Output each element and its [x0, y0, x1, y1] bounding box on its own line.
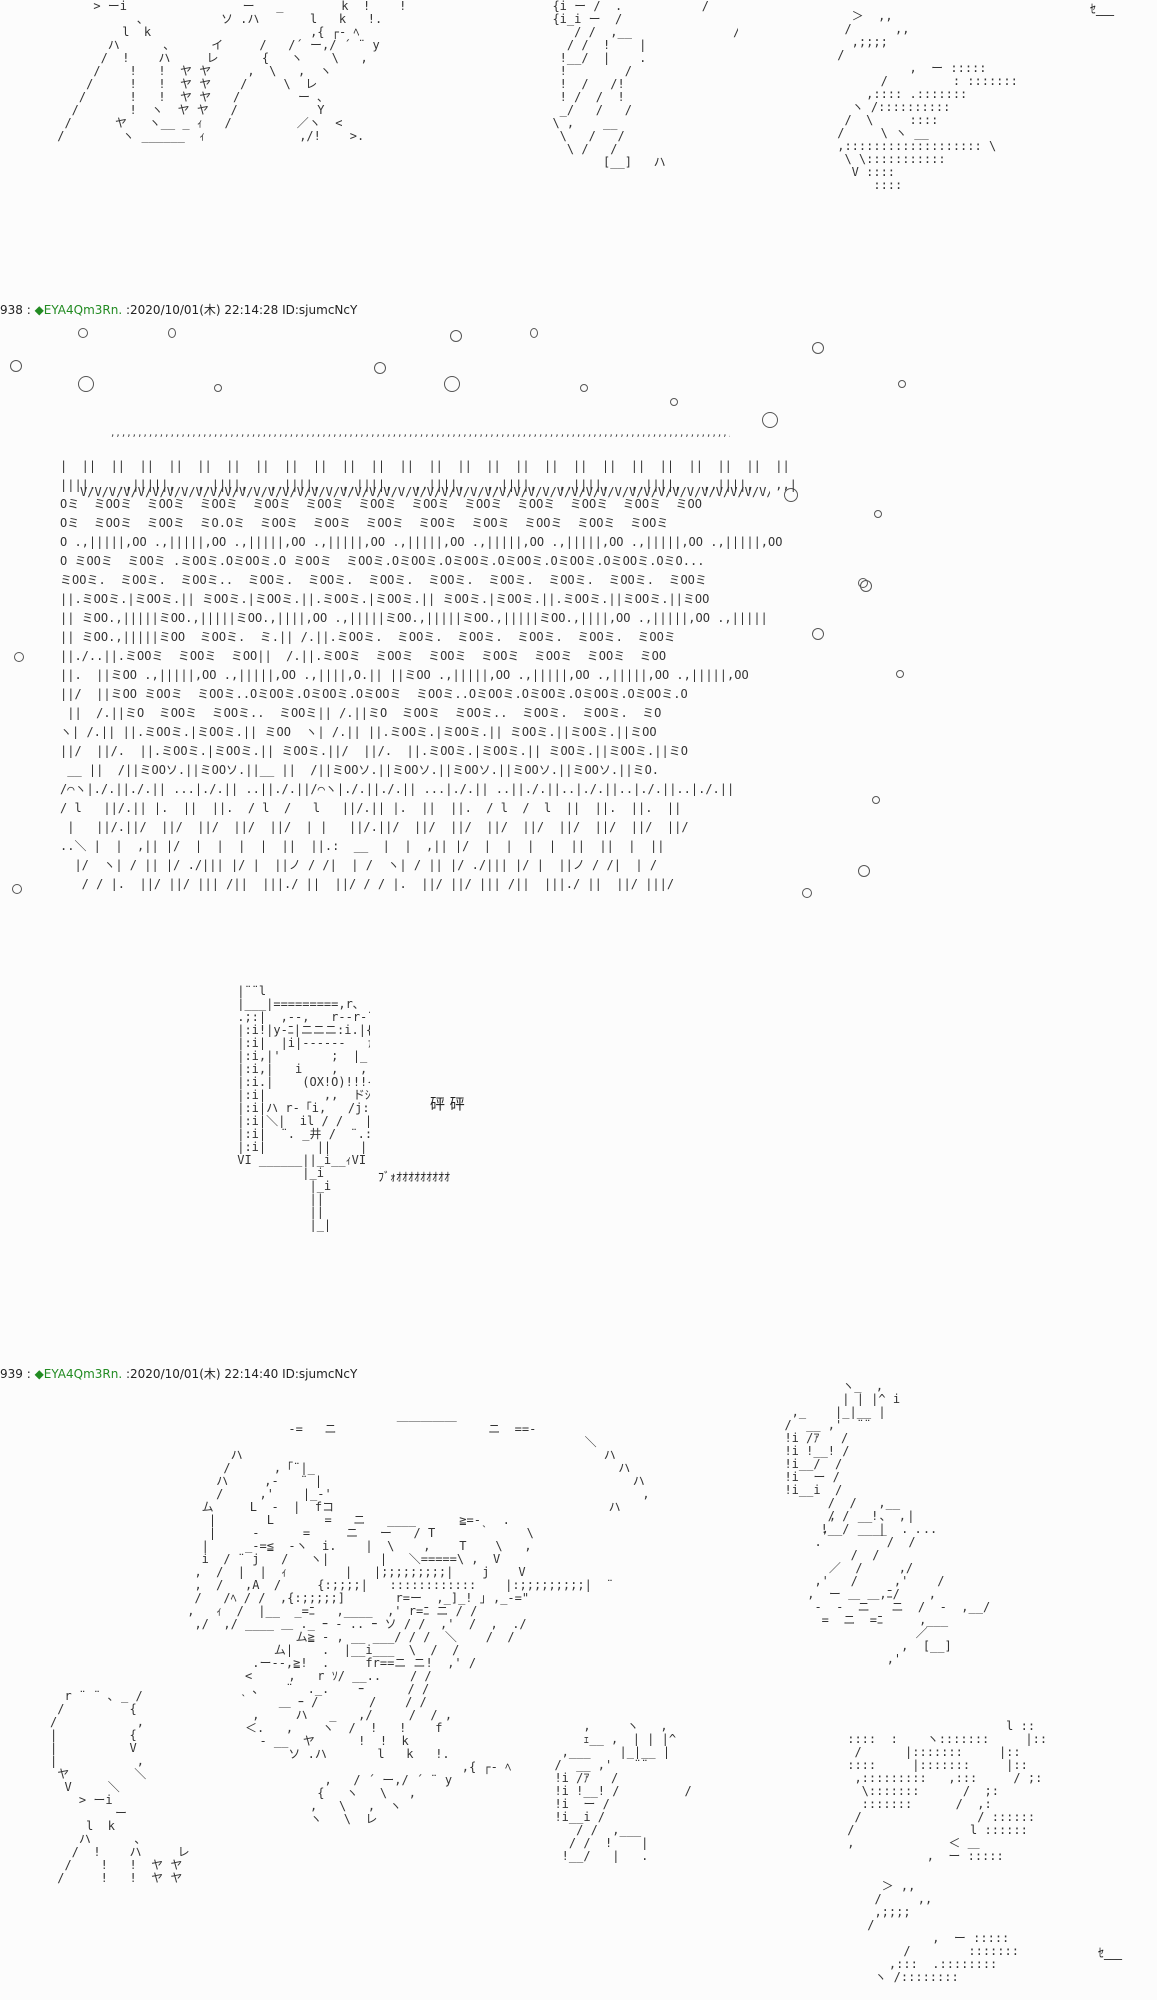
bubble [896, 670, 904, 678]
bubble [802, 888, 812, 898]
ascii-art-big-far-right: l :: :::: : ヽ::::::: |:: / |::::::: |:: … [847, 1720, 1048, 1863]
post-id[interactable]: ID:sjumcNcY [282, 303, 358, 317]
bubble [10, 360, 22, 372]
cheese-row: Oミ ミOOミ ミOOミ ミO.Oミ ミOOミ ミOOミ ミOOミ ミOOミ ミ… [60, 517, 669, 530]
bubble [874, 510, 882, 518]
poster-trip[interactable]: ◆EYA4Qm3Rn. [34, 1367, 123, 1381]
post-datetime: 2020/10/01(木) 22:14:28 [130, 303, 279, 317]
cheese-row: O ミOOミ ミOOミ .ミOOミ.OミOOミ.O ミOOミ ミOOミ.OミOO… [60, 555, 705, 568]
cheese-row: || ミOO.,|||||ミOO ミOOミ. ミ.|| /.||.ミOOミ. ミ… [60, 631, 676, 644]
cheese-row: | ||/.||/ ||/ ||/ ||/ ||/ | | ||/.||/ ||… [60, 821, 689, 834]
cheese-row: ||. ||ミOO .,|||||,OO .,|||||,OO .,||||,O… [60, 669, 749, 682]
bubble [168, 328, 176, 338]
cheese-row: |/ ヽ| / || |/ ./||| |/ | ||ノ / /| | / ヽ|… [60, 859, 658, 872]
ascii-art-big-right-top: ヽ_ , | | |^ i ,_ |_|__ | / __ ,' ¨¨ !i /… [784, 1380, 922, 1536]
ascii-art-top-far-right: ＞ ,, / ,, ,;;;; / , ー ::::: / : ::::::: … [837, 10, 1018, 192]
bubble [898, 380, 906, 388]
cheese-row: ||./..||.ミOOミ ミOOミ ミOO|| /.||.ミOOミ ミOOミ … [60, 650, 667, 663]
post-number: 939 [0, 1367, 23, 1381]
post-number: 938 [0, 303, 23, 317]
ascii-art-fighter: |¨¨l |___|=========,r､ .;:| ,--, r--r-¨ … [237, 985, 370, 1232]
bubble [858, 578, 868, 588]
cheese-row: O .,|||||,OO .,|||||,OO .,|||||,OO .,|||… [60, 536, 783, 549]
bubble [784, 488, 798, 502]
cheese-row: / / |. ||/ ||/ ||| /|| |||./ || ||/ / / … [60, 878, 675, 891]
cheese-row: Oミ ミOOミ ミOOミ ミOOミ ミOOミ ミOOミ ミOOミ ミOOミ ミO… [60, 498, 703, 511]
post-datetime: 2020/10/01(木) 22:14:40 [130, 1367, 279, 1381]
cheese-row: ヽ| /.|| ||.ミOOミ.|ミOOミ.|| ミOO ヽ| /.|| ||.… [60, 726, 657, 739]
bubble [872, 796, 880, 804]
cheese-row: ミOOミ. ミOOミ. ミOOミ.. ミOOミ. ミOOミ. ミOOミ. ミOO… [60, 574, 707, 587]
poster-trip[interactable]: ◆EYA4Qm3Rn. [34, 303, 123, 317]
cheese-wave-row: V/V/V/V/V/V/V/V/V/V/V/V/V/V/V/V/V/V/V/V/… [80, 486, 770, 499]
bubble [450, 330, 462, 342]
bubble [530, 328, 538, 338]
cheese-row: ||/ ||ミOO ミOOミ ミOOミ..OミOOミ.OミOOミ.OミOOミ ミ… [60, 688, 688, 701]
ascii-art-big-right-mid: , __ 、 , , ____ . .. . / / / / ／ / ,/ ,'… [807, 1510, 991, 1666]
bubble [14, 652, 24, 662]
bubble [374, 362, 386, 374]
corner-glyph: ｾ___ [1090, 2, 1115, 16]
cheese-row: | || || || || || || || || || || || || ||… [60, 460, 800, 473]
cheese-row: /⌒ヽ|./.||./.|| ...|./.|| ..||./.||/⌒ヽ|./… [60, 783, 735, 796]
bubble [580, 384, 588, 392]
bubble [812, 628, 824, 640]
post-header: 938 : ◆EYA4Qm3Rn. :2020/10/01(木) 22:14:2… [0, 303, 358, 317]
ascii-art-big-mid-bottom: , ヽ , ｪ__ , | | |^ ,___ |_|__ | / __ ,' … [554, 1720, 692, 1863]
ascii-art-big-far-right-bottom: ＞ ,, / ,, ,;;;; / , ー ::::: / ::::::: ,:… [867, 1880, 1019, 1984]
cheese-row: / l ||/.|| |. || ||. / l / l ||/.|| |. |… [60, 802, 682, 815]
ascii-art-top-right: {i ー / . / {i_i ー / / / ,__ / / / ! | !_… [552, 0, 738, 169]
cheese-top-edge: ,,,,,,,,,,,,,,,,,,,,,,,,,,,,,,,,,,,,,,,,… [110, 429, 730, 439]
post-id[interactable]: ID:sjumcNcY [282, 1367, 358, 1381]
cheese-row: ..＼ | | ,|| |/ | | | | || ||.: __ | | ,|… [60, 840, 665, 853]
bubble [12, 884, 22, 894]
ascii-art-big-left: r ¨ ¨ ､ _ / / { / , | { | V | , ヤ ＼ V ＼ … [50, 1690, 190, 1885]
bubble [762, 412, 778, 428]
cheese-row: || /.||ミO ミOOミ ミOOミ.. ミOOミ|| /.||ミO ミOOミ… [60, 707, 662, 720]
sfx-crack: 砰 砰 [430, 1095, 465, 1113]
bubble [78, 376, 94, 392]
bubble [858, 865, 870, 877]
cheese-row: ||/ ||/. ||.ミOOミ.|ミOOミ.|| ミOOミ.||/ ||/. … [60, 745, 688, 758]
cheese-row: __ || /||ミOOソ.||ミOOソ.||__ || /||ミOOソ.||ミ… [60, 764, 660, 777]
corner-glyph: ｾ___ [1098, 1946, 1123, 1960]
ascii-art-big-scene: ＿＿＿＿＿ -= ニ ニ ==- ＼ ハ ハ / ,「¨|_ [187, 1410, 650, 1826]
bubble [78, 328, 88, 338]
cheese-row: ||.ミOOミ.|ミOOミ.|| ミOOミ.|ミOOミ.||.ミOOミ.|ミOO… [60, 593, 710, 606]
cheese-row: ||||. ,,|||||, ,,||||, ,,||||, ,,||||, ,… [60, 479, 800, 492]
bubble [214, 384, 222, 392]
bubble [812, 342, 824, 354]
cheese-row: || ミOO.,|||||ミOO.,|||||ミOO.,||||,OO .,||… [60, 612, 768, 625]
sfx-roar: ﾌﾞｫｵｵｵｵｵｵｵｵｵ [378, 1170, 451, 1184]
bubble [444, 376, 460, 392]
cheese-block: | || || || || || || || || || || || || ||… [40, 460, 800, 910]
ascii-art-top-left: > ーi ー _ k ! ! 、 ソ .ハ l k !. l k ,{ ┌- ﾍ… [57, 0, 407, 143]
bubble [670, 398, 678, 406]
post-header: 939 : ◆EYA4Qm3Rn. :2020/10/01(木) 22:14:4… [0, 1367, 358, 1381]
